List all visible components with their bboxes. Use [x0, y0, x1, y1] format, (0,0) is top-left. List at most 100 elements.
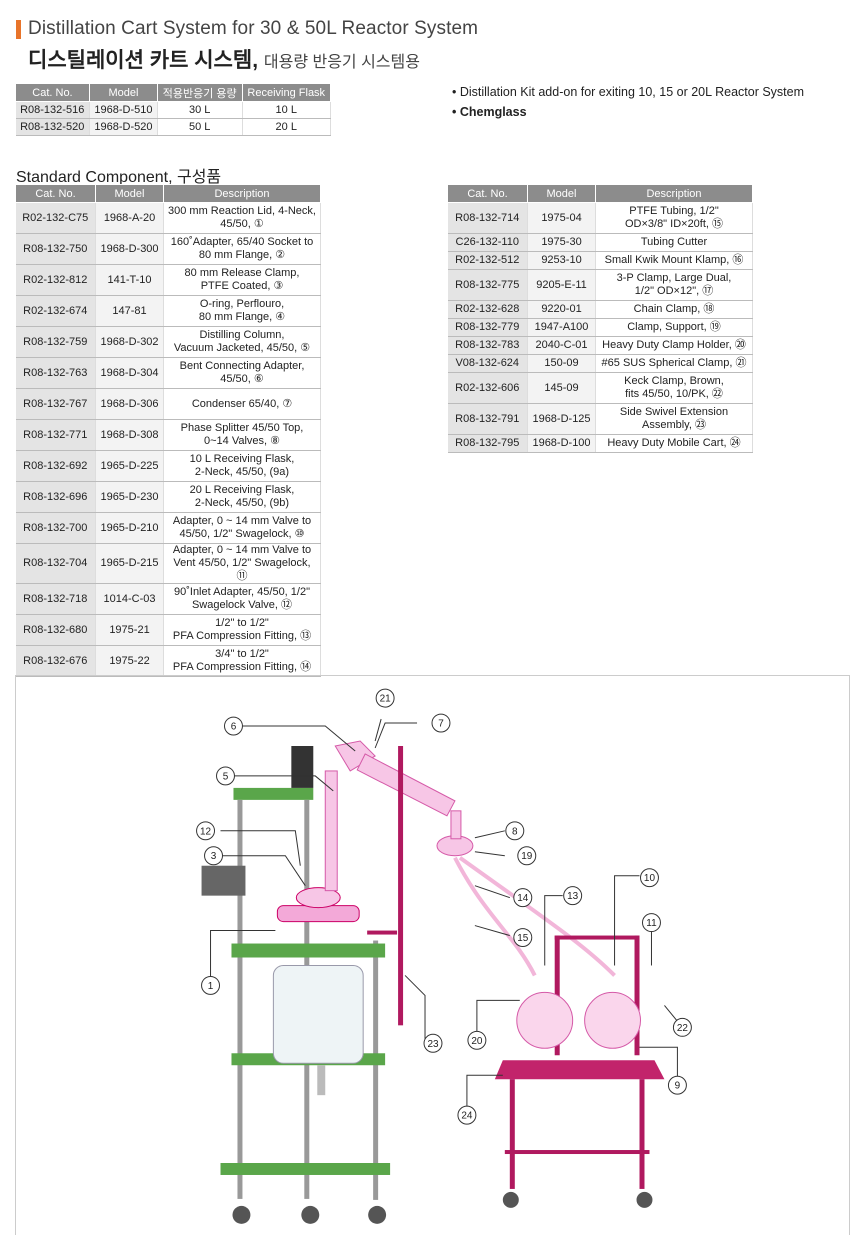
cell-model: 1947-A100 — [527, 318, 596, 337]
svg-text:22: 22 — [677, 1023, 689, 1034]
table-header-row: Cat. No. Model Description — [447, 184, 753, 203]
description-line-1: 20 L Receiving Flask, — [189, 484, 295, 496]
title-ko-sub: 대용량 반응기 시스템용 — [263, 54, 420, 71]
description-line-1: Tubing Cutter — [640, 236, 708, 248]
feature-notes: • Distillation Kit add-on for exiting 10… — [452, 82, 804, 122]
cell-description: Distilling Column,Vacuum Jacketed, 45/50… — [163, 326, 321, 358]
description-line-2: 0~14 Valves, ⑧ — [203, 435, 280, 447]
distillation-column — [324, 740, 474, 892]
title-ko-main: 디스틸레이션 카트 시스템, — [28, 49, 259, 72]
reactor-vessel — [272, 887, 364, 1096]
cell-description: Clamp, Support, ⑲ — [595, 318, 753, 337]
table-row: R08-132-516 1968-D-510 30 L 10 L — [15, 101, 331, 119]
cell-model: 1975-04 — [527, 202, 596, 234]
col-header: Receiving Flask — [241, 83, 331, 102]
description-line-1: 300 mm Reaction Lid, 4-Neck, — [168, 205, 316, 217]
cell-description: Bent Connecting Adapter,45/50, ⑥ — [163, 357, 321, 389]
description-line-2: fits 45/50, 10/PK, ㉒ — [625, 388, 723, 400]
description-line-1: Distilling Column, — [199, 329, 285, 341]
cell-cat-no: R08-132-795 — [447, 434, 528, 453]
cell-cat-no: R08-132-700 — [15, 512, 96, 544]
cell-description: 90˚Inlet Adapter, 45/50, 1/2"Swagelock V… — [163, 583, 321, 615]
description-line-1: Heavy Duty Mobile Cart, ㉔ — [607, 437, 741, 449]
svg-text:1: 1 — [208, 981, 214, 992]
description-line-2: Vent 45/50, 1/2" Swagelock, ⑪ — [173, 557, 311, 582]
description-line-2: 80 mm Flange, ④ — [198, 311, 286, 323]
description-line-1: 3-P Clamp, Large Dual, — [616, 272, 732, 284]
description-line-2: Assembly, ㉓ — [642, 419, 706, 431]
col-header: Cat. No. — [447, 184, 528, 203]
cell-model: 1965-D-210 — [95, 512, 164, 544]
callout-12: 12 — [196, 821, 216, 841]
cell-cat-no: R08-132-763 — [15, 357, 96, 389]
cell-cat-no: R02-132-674 — [15, 295, 96, 327]
callout-19: 19 — [517, 846, 537, 866]
cell-model: 1968-D-300 — [95, 233, 164, 265]
description-line-1: Phase Splitter 45/50 Top, — [180, 422, 304, 434]
col-header: Cat. No. — [15, 184, 96, 203]
cell-model: 1968-D-100 — [527, 434, 596, 453]
col-header: Description — [163, 184, 321, 203]
callout-21: 21 — [375, 688, 395, 708]
description-line-1: Side Swivel Extension — [619, 406, 729, 418]
svg-text:5: 5 — [223, 771, 229, 782]
cell-flask: 20 L — [242, 118, 331, 136]
callout-5: 5 — [216, 766, 235, 786]
svg-text:13: 13 — [567, 891, 579, 902]
svg-text:8: 8 — [512, 826, 518, 837]
svg-text:15: 15 — [517, 933, 529, 944]
cell-model: 1968-D-302 — [95, 326, 164, 358]
cell-model: 1975-22 — [95, 645, 164, 677]
cell-description: 10 L Receiving Flask,2-Neck, 45/50, (9a) — [163, 450, 321, 482]
description-line-1: Condenser 65/40, ⑦ — [191, 397, 293, 410]
callout-14: 14 — [513, 888, 533, 908]
callout-13: 13 — [563, 886, 583, 906]
cell-model: 147-81 — [95, 295, 164, 327]
callout-6: 6 — [224, 716, 243, 736]
svg-text:19: 19 — [521, 851, 533, 862]
svg-text:20: 20 — [471, 1036, 483, 1047]
cell-description: Small Kwik Mount Klamp, ⑯ — [595, 251, 753, 270]
description-line-1: 1/2" to 1/2" — [215, 617, 269, 629]
cell-model: 1968-D-304 — [95, 357, 164, 389]
cell-model: 1968-D-510 — [89, 101, 158, 119]
cell-model: 9220-01 — [527, 300, 596, 319]
cell-description: 3/4" to 1/2"PFA Compression Fitting, ⑭ — [163, 645, 321, 677]
cell-model: 1968-A-20 — [95, 202, 164, 234]
cell-model: 1968-D-125 — [527, 403, 596, 435]
svg-text:23: 23 — [427, 1039, 439, 1050]
description-line-1: 3/4" to 1/2" — [215, 648, 269, 660]
callout-3: 3 — [204, 846, 224, 866]
cell-capacity: 30 L — [157, 101, 243, 119]
col-header: Model — [88, 83, 158, 102]
svg-text:3: 3 — [211, 851, 217, 862]
cell-model: 1968-D-306 — [95, 388, 164, 420]
mobile-cart — [494, 935, 665, 1208]
description-line-2: 45/50, ① — [220, 218, 264, 230]
page-title-en: Distillation Cart System for 30 & 50L Re… — [28, 18, 479, 39]
cell-cat-no: R08-132-767 — [15, 388, 96, 420]
cell-description: PTFE Tubing, 1/2"OD×3/8" ID×20ft, ⑮ — [595, 202, 753, 234]
description-line-2: OD×3/8" ID×20ft, ⑮ — [624, 218, 724, 230]
description-line-1: 160˚Adapter, 65/40 Socket to — [170, 236, 314, 248]
col-header: Model — [95, 184, 164, 203]
col-header: Cat. No. — [15, 83, 90, 102]
callout-22: 22 — [672, 1017, 692, 1037]
col-header: Description — [595, 184, 753, 203]
